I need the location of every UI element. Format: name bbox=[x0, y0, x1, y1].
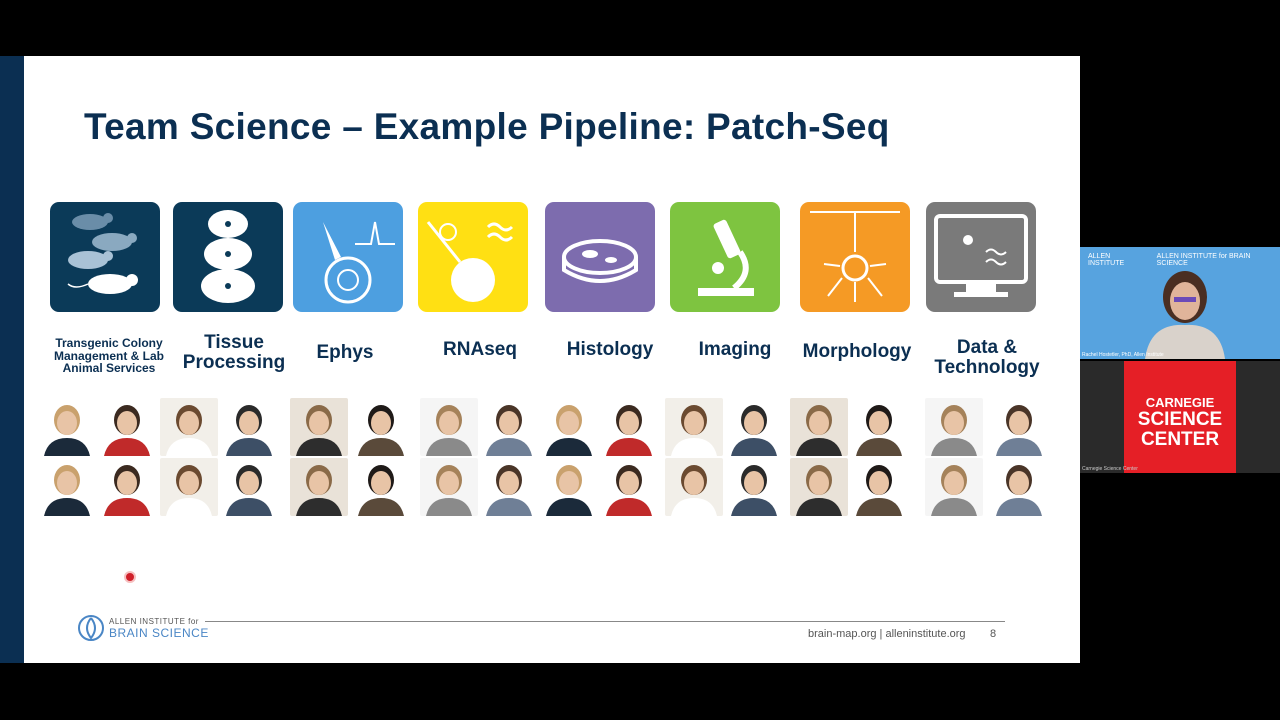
presenter-silhouette bbox=[1145, 271, 1225, 359]
team-member-photo bbox=[480, 398, 538, 456]
team-member-photo bbox=[352, 458, 410, 516]
team-member-photo bbox=[725, 398, 783, 456]
petri-dish-icon bbox=[562, 239, 638, 283]
stage-label-histology: Histology bbox=[566, 339, 654, 360]
team-member-photo bbox=[540, 398, 598, 456]
team-member-photo bbox=[220, 458, 278, 516]
stage-label-rnaseq: RNAseq bbox=[443, 339, 517, 360]
tile-histology bbox=[545, 202, 655, 312]
tile-tissue bbox=[173, 202, 283, 312]
pointer-cursor bbox=[126, 573, 134, 581]
team-member-photo bbox=[420, 398, 478, 456]
video-header-left: ALLEN INSTITUTE bbox=[1088, 253, 1125, 267]
slide-accent-bar bbox=[0, 56, 24, 663]
tile-imaging bbox=[670, 202, 780, 312]
stage-label-transgenic: Transgenic Colony Management & Lab Anima… bbox=[53, 336, 164, 376]
video-header: ALLEN INSTITUTE ALLEN INSTITUTE for BRAI… bbox=[1088, 253, 1280, 267]
tile-rnaseq bbox=[418, 202, 528, 312]
team-member-photo bbox=[725, 458, 783, 516]
team-member-photo bbox=[290, 458, 348, 516]
team-member-photo bbox=[38, 458, 96, 516]
team-member-photo bbox=[790, 458, 848, 516]
mice-icon bbox=[67, 213, 138, 294]
team-member-photo bbox=[98, 458, 156, 516]
team-member-photo bbox=[665, 398, 723, 456]
rna-cell-icon bbox=[426, 221, 514, 302]
video-header-right: ALLEN INSTITUTE for BRAIN SCIENCE bbox=[1156, 253, 1251, 267]
team-member-photo bbox=[352, 398, 410, 456]
pipette-cell-icon bbox=[323, 221, 395, 304]
team-member-photo bbox=[600, 398, 658, 456]
team-member-photo bbox=[220, 398, 278, 456]
stage-label-ephys: Ephys bbox=[316, 342, 374, 363]
logo-line2: BRAIN SCIENCE bbox=[109, 625, 209, 640]
team-member-photo bbox=[925, 398, 983, 456]
team-member-photo bbox=[925, 458, 983, 516]
team-member-photo bbox=[665, 458, 723, 516]
presenter-video[interactable]: ALLEN INSTITUTE ALLEN INSTITUTE for BRAI… bbox=[1080, 247, 1280, 359]
video-caption: Rachel Hostetler, PhD, Allen Institute bbox=[1082, 352, 1164, 358]
footer-divider bbox=[205, 621, 1005, 622]
page-number: 8 bbox=[990, 628, 997, 640]
neuron-icon bbox=[810, 211, 900, 302]
allen-logo-icon bbox=[78, 615, 104, 641]
csc-line1: CARNEGIE bbox=[1145, 395, 1215, 410]
slide-title: Team Science – Example Pipeline: Patch-S… bbox=[84, 106, 890, 147]
presentation-slide: Team Science – Example Pipeline: Patch-S… bbox=[0, 56, 1080, 663]
team-member-photo bbox=[850, 458, 908, 516]
allen-institute-logo: ALLEN INSTITUTE for BRAIN SCIENCE bbox=[77, 614, 209, 642]
sponsor-caption: Carnegie Science Center bbox=[1082, 466, 1138, 472]
footer-url: brain-map.org | alleninstitute.org bbox=[808, 628, 966, 640]
stage-label-data: Data & Technology bbox=[934, 337, 1040, 378]
team-member-photo bbox=[990, 398, 1048, 456]
tile-ephys bbox=[293, 202, 403, 312]
team-member-photo bbox=[98, 398, 156, 456]
team-member-photo bbox=[790, 398, 848, 456]
stage-label-morphology: Morphology bbox=[802, 341, 912, 362]
monitor-icon bbox=[934, 214, 1028, 297]
team-member-photo bbox=[290, 398, 348, 456]
team-member-photo bbox=[38, 398, 96, 456]
tile-morphology bbox=[800, 202, 910, 312]
team-member-photo bbox=[990, 458, 1048, 516]
stage-label-imaging: Imaging bbox=[698, 339, 772, 360]
carnegie-science-center-logo: CARNEGIE SCIENCE CENTER bbox=[1124, 361, 1236, 473]
team-member-photo bbox=[600, 458, 658, 516]
stage-label-tissue: Tissue Processing bbox=[182, 332, 286, 373]
tile-transgenic bbox=[50, 202, 160, 312]
logo-line1: ALLEN INSTITUTE for bbox=[109, 616, 199, 626]
team-member-photo bbox=[480, 458, 538, 516]
microscope-icon bbox=[698, 219, 754, 296]
brain-sections-icon bbox=[201, 210, 255, 303]
sponsor-panel[interactable]: CARNEGIE SCIENCE CENTER Carnegie Science… bbox=[1080, 361, 1280, 473]
team-member-photo bbox=[420, 458, 478, 516]
team-member-photo bbox=[850, 398, 908, 456]
csc-line2: SCIENCE bbox=[1137, 409, 1223, 430]
team-member-photo bbox=[160, 398, 218, 456]
team-member-photo bbox=[540, 458, 598, 516]
tile-data bbox=[926, 202, 1036, 312]
csc-line3: CENTER bbox=[1140, 429, 1220, 450]
team-member-photo bbox=[160, 458, 218, 516]
